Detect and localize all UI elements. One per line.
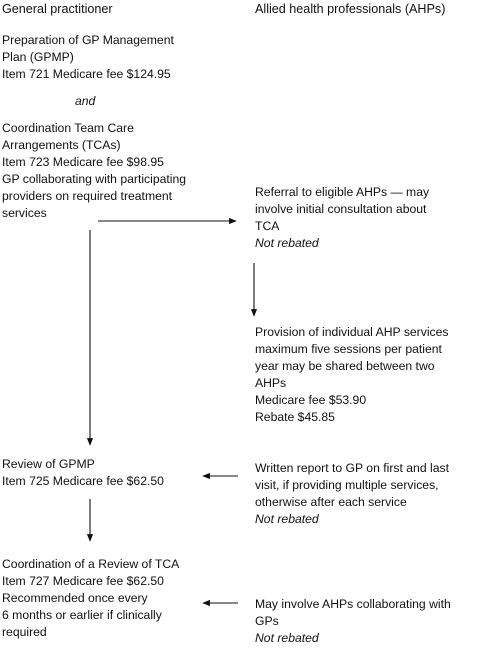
- tca-line: Item 723 Medicare fee $98.95: [2, 155, 164, 169]
- referral-rebate-note: Not rebated: [255, 236, 319, 250]
- referral-block: Referral to eligible AHPs — may involve …: [255, 184, 429, 252]
- report-line: otherwise after each service: [255, 495, 407, 509]
- review-tca-line: Item 727 Medicare fee $62.50: [2, 574, 164, 588]
- tca-line: services: [2, 206, 47, 220]
- report-line: visit, if providing multiple services,: [255, 478, 439, 492]
- tca-line: Arrangements (TCAs): [2, 138, 121, 152]
- gpmp-line: Preparation of GP Management: [2, 33, 174, 47]
- services-line: AHPs: [255, 376, 287, 390]
- services-line: Provision of individual AHP services: [255, 325, 449, 339]
- review-gpmp-line: Item 725 Medicare fee $62.50: [2, 474, 164, 488]
- referral-line: TCA: [255, 219, 280, 233]
- collab-rebate-note: Not rebated: [255, 631, 319, 645]
- tca-line: providers on required treatment: [2, 189, 173, 203]
- tca-line: GP collaborating with participating: [2, 172, 187, 186]
- review-tca-line: Coordination of a Review of TCA: [2, 557, 180, 571]
- collab-line: May involve AHPs collaborating with: [255, 597, 451, 611]
- tca-coordination-block: Coordination Team Care Arrangements (TCA…: [2, 120, 186, 222]
- services-line: year may be shared between two: [255, 359, 435, 373]
- referral-line: Referral to eligible AHPs — may: [255, 185, 430, 199]
- services-line: Rebate $45.85: [255, 410, 335, 424]
- report-rebate-note: Not rebated: [255, 512, 319, 526]
- report-line: Written report to GP on first and last: [255, 461, 449, 475]
- gpmp-line: Item 721 Medicare fee $124.95: [2, 67, 171, 81]
- gp-column-header: General practitioner: [2, 2, 113, 16]
- review-tca-line: Recommended once every: [2, 591, 148, 605]
- and-connector: and: [75, 94, 96, 108]
- review-tca-line: required: [2, 625, 47, 639]
- ahp-column-header: Allied health professionals (AHPs): [255, 2, 446, 16]
- written-report-block: Written report to GP on first and last v…: [255, 460, 449, 528]
- review-tca-block: Coordination of a Review of TCA Item 727…: [2, 556, 179, 641]
- services-line: maximum five sessions per patient: [255, 342, 442, 356]
- gpmp-preparation-block: Preparation of GP Management Plan (GPMP)…: [2, 32, 174, 83]
- review-gpmp-line: Review of GPMP: [2, 457, 95, 471]
- gpmp-line: Plan (GPMP): [2, 50, 74, 64]
- ahp-collaboration-block: May involve AHPs collaborating with GPs …: [255, 596, 451, 647]
- services-line: Medicare fee $53.90: [255, 393, 367, 407]
- collab-line: GPs: [255, 614, 279, 628]
- review-tca-line: 6 months or earlier if clinically: [2, 608, 162, 622]
- ahp-services-block: Provision of individual AHP services max…: [255, 324, 449, 426]
- referral-line: involve initial consultation about: [255, 202, 427, 216]
- tca-line: Coordination Team Care: [2, 121, 134, 135]
- review-gpmp-block: Review of GPMP Item 725 Medicare fee $62…: [2, 456, 164, 490]
